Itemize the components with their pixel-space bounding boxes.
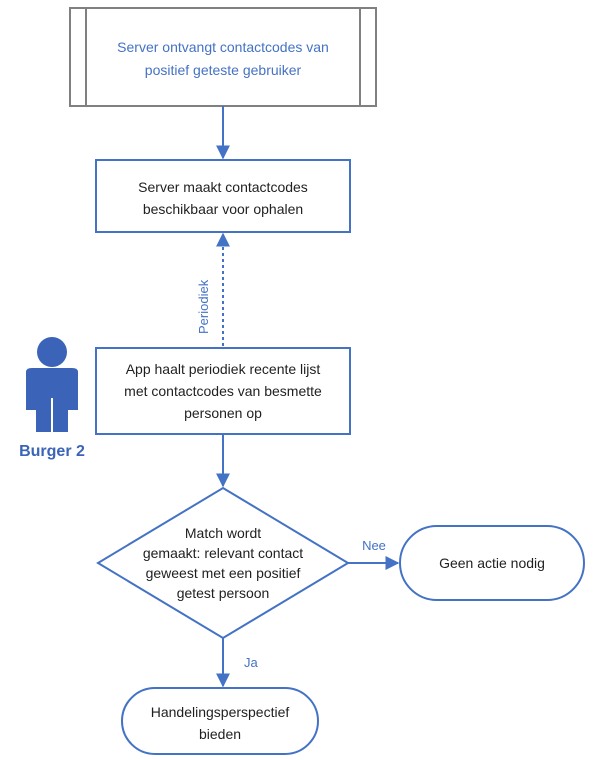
no-label: Nee [362, 538, 386, 553]
server-publish-line2: beschikbaar voor ophalen [143, 201, 303, 217]
app-fetch-line3: personen op [184, 405, 262, 421]
match-decision-node: Match wordt gemaakt: relevant contact ge… [96, 486, 350, 640]
app-fetch-line2: met contactcodes van besmette [124, 383, 322, 399]
server-publish-node: Server maakt contactcodes beschikbaar vo… [95, 159, 351, 233]
no-action-line1: Geen actie nodig [439, 555, 545, 571]
no-action-node: Geen actie nodig [399, 525, 585, 601]
app-fetch-node: App haalt periodiek recente lijst met co… [95, 347, 351, 435]
yes-label: Ja [244, 655, 259, 670]
server-receive-node: Server ontvangt contactcodes van positie… [69, 7, 377, 107]
server-receive-line2: positief geteste gebruiker [145, 62, 302, 78]
action-line1: Handelingsperspectief [151, 704, 290, 720]
server-receive-line1: Server ontvangt contactcodes van [117, 39, 329, 55]
match-line1: Match wordt [185, 525, 261, 541]
server-publish-line1: Server maakt contactcodes [138, 179, 308, 195]
action-line2: bieden [199, 726, 241, 742]
person-icon [26, 337, 78, 432]
action-node: Handelingsperspectief bieden [121, 687, 319, 755]
periodic-label: Periodiek [196, 279, 211, 334]
match-line4: getest persoon [177, 585, 270, 601]
match-line3: geweest met een positief [146, 565, 301, 581]
actor-label: Burger 2 [19, 443, 85, 460]
match-line2: gemaakt: relevant contact [143, 545, 303, 561]
app-fetch-line1: App haalt periodiek recente lijst [126, 361, 321, 377]
